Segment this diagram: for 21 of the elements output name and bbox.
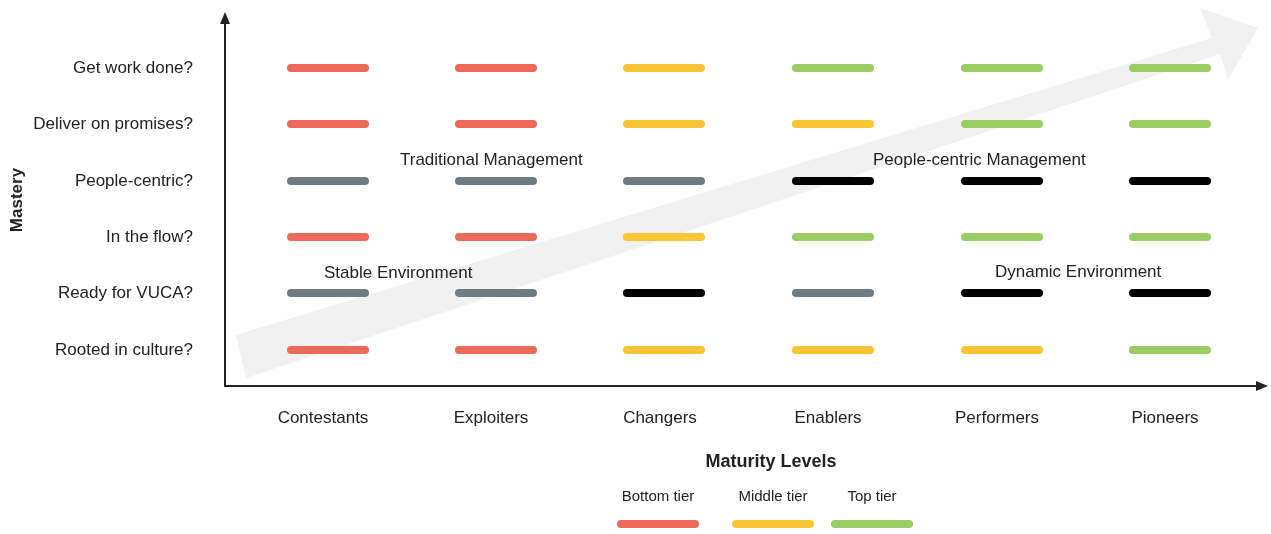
- legend-label: Bottom tier: [621, 486, 695, 506]
- region-label: Traditional Management: [400, 150, 583, 170]
- column-label: Changers: [623, 408, 697, 428]
- row-label: In the flow?: [106, 227, 193, 247]
- column-label: Enablers: [794, 408, 862, 428]
- row-label: Deliver on promises?: [33, 114, 193, 134]
- column-label: Exploiters: [453, 408, 529, 428]
- column-label: Pioneers: [1131, 408, 1199, 428]
- column-label: Performers: [954, 408, 1040, 428]
- region-label: Stable Environment: [324, 263, 473, 283]
- legend-label: Top tier: [847, 486, 897, 506]
- legend-label: Middle tier: [738, 486, 808, 506]
- row-label: Get work done?: [73, 58, 193, 78]
- axis-title: Maturity Levels: [705, 451, 837, 471]
- axis-title: Mastery: [7, 167, 27, 233]
- row-label: Ready for VUCA?: [57, 283, 193, 303]
- region-label: Dynamic Environment: [995, 262, 1162, 282]
- region-label: People-centric Management: [873, 150, 1086, 170]
- column-label: Contestants: [277, 408, 369, 428]
- row-label: People-centric?: [74, 171, 193, 191]
- row-label: Rooted in culture?: [55, 340, 193, 360]
